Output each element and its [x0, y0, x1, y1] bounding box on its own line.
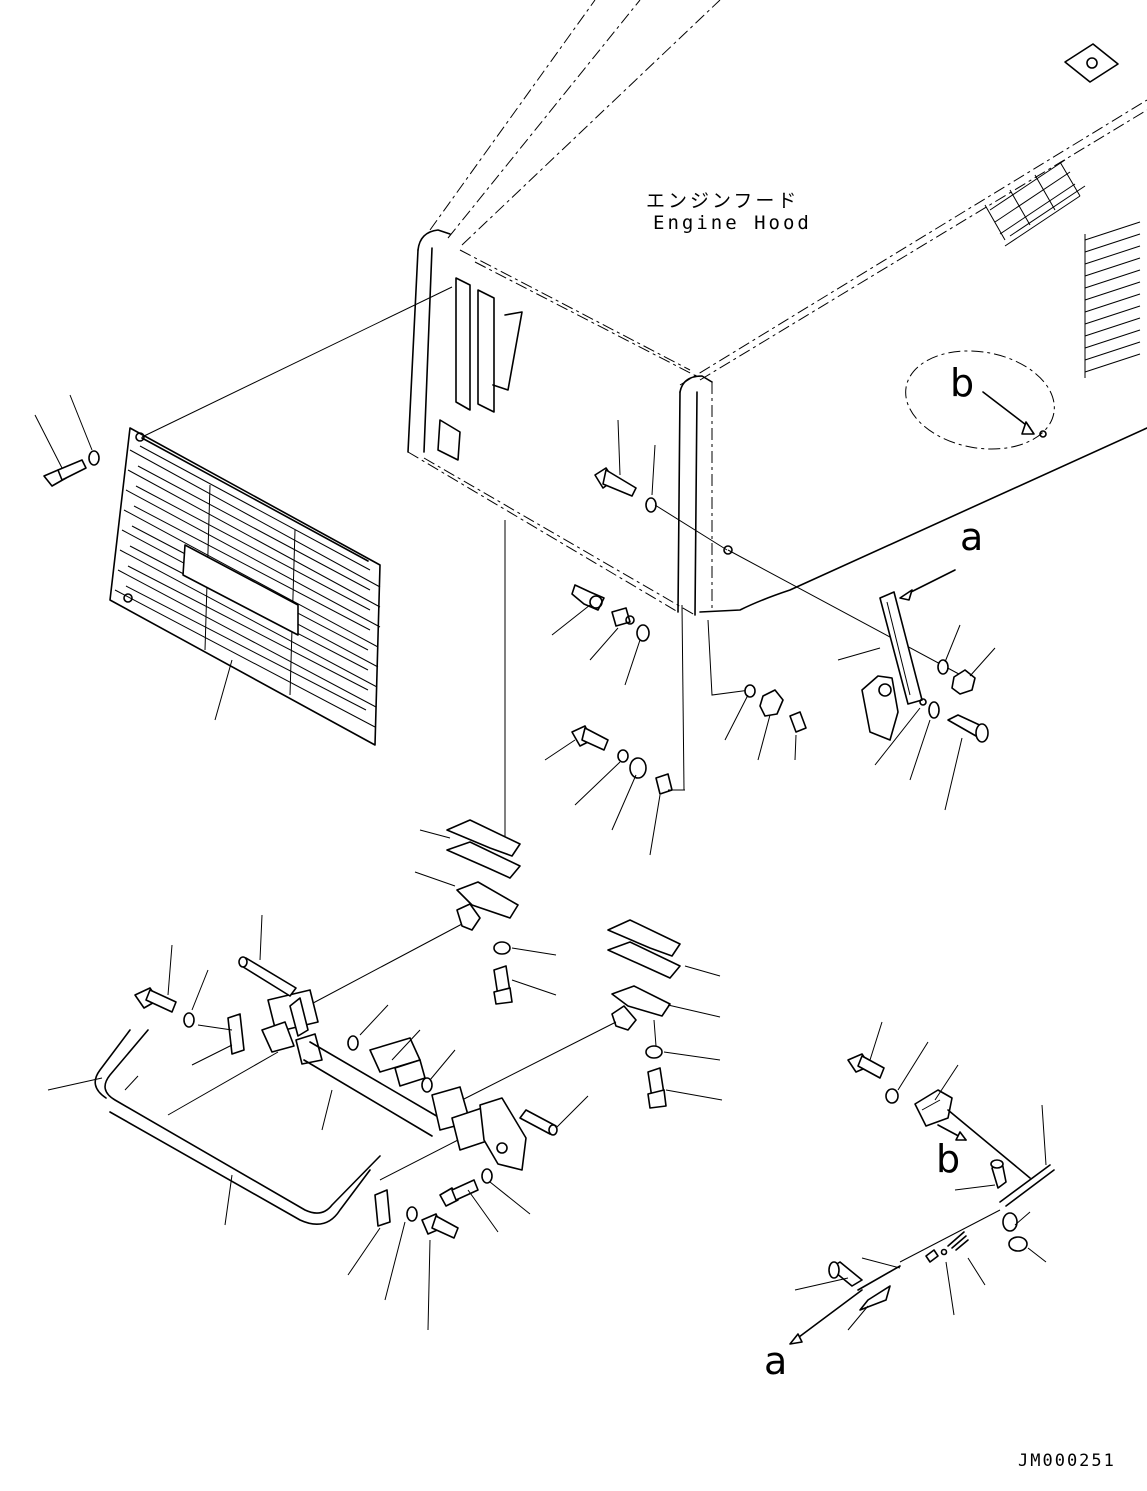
grille-bolt	[43, 459, 87, 487]
shim-right	[607, 919, 721, 979]
detail-collar-2	[1008, 1236, 1028, 1252]
stay-washer-large	[629, 757, 647, 779]
detail-b-callout: b	[950, 361, 975, 405]
detail-rod	[999, 1164, 1055, 1207]
arrow-a-upper	[904, 569, 956, 596]
rod-nut	[759, 689, 784, 717]
stay-collar	[655, 773, 673, 795]
detail-bracket	[914, 1089, 953, 1127]
hood-vent-side	[1084, 221, 1141, 378]
hood-mount-bolt	[594, 467, 637, 497]
drawing-reference-number: JM000251	[1018, 1451, 1116, 1471]
grille-label-plate	[182, 544, 299, 636]
detail-key	[859, 1285, 891, 1311]
detail-cotter	[925, 1249, 939, 1263]
hinge-bracket-upper	[456, 881, 519, 931]
lower-bolt-a	[439, 1179, 479, 1207]
hinge-bolt-upper	[493, 965, 513, 1005]
hood-latch-plate	[1064, 43, 1119, 83]
link-nut	[951, 669, 976, 695]
engine-hood-label-jp: エンジンフード	[646, 190, 800, 212]
hinge-washer-mid-2	[421, 1077, 433, 1093]
hinge-washer-mid	[347, 1035, 359, 1051]
detail-collar-1	[1002, 1212, 1018, 1232]
link-washer-2	[928, 701, 940, 719]
hinge-bolt-left	[134, 987, 177, 1013]
stay-pin	[571, 584, 605, 611]
engine-hood-label-en: Engine Hood	[653, 212, 812, 234]
link-bolt	[947, 714, 989, 743]
arrow-a-callout-lower: a	[764, 1339, 788, 1383]
stay-bolt	[571, 725, 609, 751]
arrow-a-callout-upper: a	[960, 515, 984, 559]
grille-washer	[88, 450, 100, 466]
handle-bar	[94, 1029, 381, 1226]
link-arm	[879, 591, 923, 705]
lower-washer-right	[481, 1168, 493, 1184]
detail-rod-upper	[947, 1109, 1031, 1179]
hood-mount-washer	[645, 497, 657, 513]
hinge-bracket-right	[611, 985, 721, 1031]
hinge-washer-right	[645, 1045, 663, 1059]
stay-washer-small	[617, 749, 629, 763]
link-bracket	[861, 675, 899, 741]
engine-hood	[407, 0, 1147, 616]
hinge-pin-right	[519, 1109, 558, 1136]
hinge-bolt-right	[647, 1067, 667, 1109]
hinge-clip-left	[227, 1013, 245, 1055]
lower-clip	[374, 1189, 391, 1227]
arrow-a-lower	[794, 1289, 863, 1341]
shim-upper	[414, 819, 521, 887]
detail-link	[857, 1265, 901, 1291]
hinge-pin-upper	[238, 956, 297, 997]
hinge-washer-upper	[493, 941, 511, 955]
detail-b-circle	[905, 350, 1055, 450]
hinge-washer-left	[183, 1012, 195, 1028]
rod-washer	[744, 684, 756, 698]
stay-washer	[636, 624, 650, 642]
detail-bolt	[847, 1053, 885, 1079]
detail-b-arrow	[982, 391, 1031, 429]
link-washer	[937, 659, 949, 675]
detail-spring	[947, 1231, 969, 1251]
detail-washer	[885, 1088, 899, 1104]
detail-pin	[990, 1159, 1007, 1189]
arrow-b-callout-lower: b	[936, 1137, 961, 1181]
detail-clevis-pin	[828, 1261, 863, 1287]
hood-vent-upper	[984, 159, 1086, 247]
lower-bolt-b	[421, 1213, 459, 1239]
lower-washer	[406, 1206, 418, 1222]
hinge-assembly	[261, 989, 527, 1171]
radiator-grille	[109, 427, 381, 746]
rod-spacer	[789, 711, 807, 733]
stay-bushing	[611, 607, 635, 627]
